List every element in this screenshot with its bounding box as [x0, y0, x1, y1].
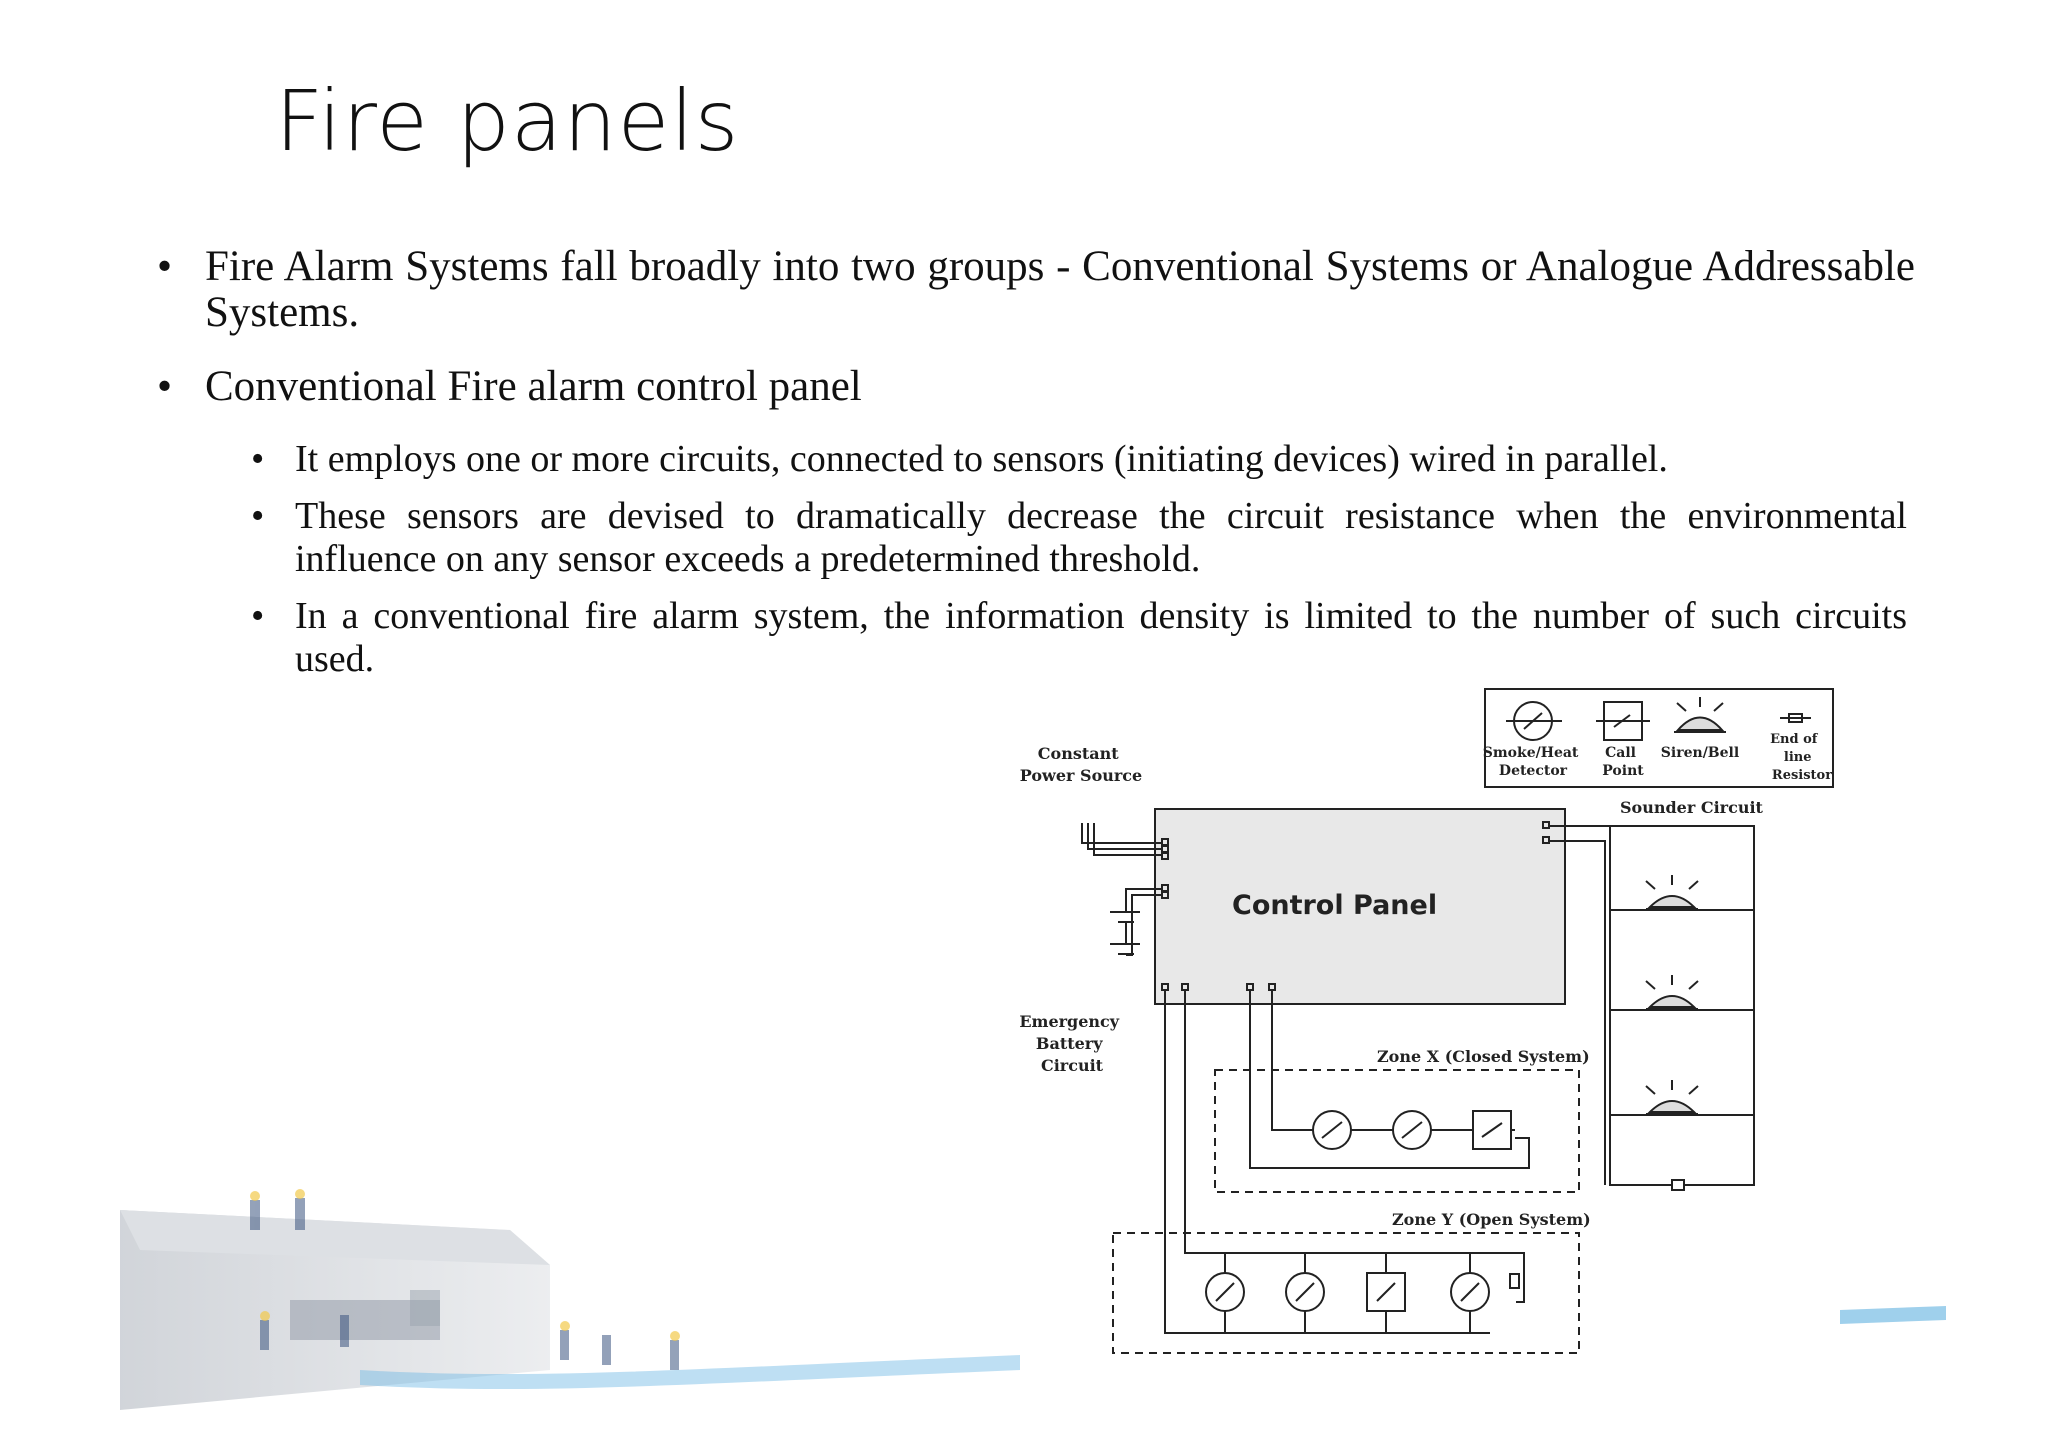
svg-text:End of line Resistor: End of line Resistor [1770, 732, 1832, 783]
background-router-illustration [120, 1189, 1020, 1410]
power-source-label-line: Power Source [1020, 766, 1142, 785]
battery-label-line: Emergency [1019, 1012, 1119, 1031]
sub-bullet-text: It employs one or more circuits, connect… [295, 438, 1668, 480]
bullet-text: Fire Alarm Systems fall broadly into two… [205, 243, 1915, 336]
legend-smoke-label: Smoke/Heat [1483, 745, 1579, 761]
control-panel-box [1154, 808, 1566, 1005]
svg-text:Emergency Battery Circ: Emergency Battery Circuit [1019, 1012, 1124, 1075]
svg-text:Constant Power Source: Constant Power Source [1020, 744, 1142, 785]
sub-bullet-text: These sensors are devised to dramaticall… [295, 495, 1907, 580]
zone-x-box [1214, 1069, 1580, 1193]
zone-y-box [1112, 1232, 1580, 1354]
legend-eol-label: Resistor [1772, 768, 1832, 783]
bullet-list: Fire Alarm Systems fall broadly into two… [145, 244, 1915, 695]
control-panel-label: Control Panel [1232, 890, 1437, 921]
legend-siren-label: Siren/Bell [1661, 745, 1739, 761]
power-source-label-line: Constant [1038, 744, 1119, 763]
legend-smoke-label: Detector [1499, 763, 1568, 779]
fire-alarm-wiring-diagram: Control Panel Constant Power Source Emer… [1019, 688, 1834, 1354]
legend-eol-label: line [1784, 750, 1812, 765]
bullet-item: Fire Alarm Systems fall broadly into two… [145, 244, 1915, 336]
legend-eol-label: End of [1770, 732, 1819, 747]
sub-bullet-item: •In a conventional fire alarm system, th… [251, 595, 1907, 680]
siren-icon [1675, 716, 1725, 731]
sub-bullet-item: •It employs one or more circuits, connec… [251, 438, 1668, 480]
end-of-line-resistor-icon [1509, 1273, 1520, 1289]
bullet-item: Conventional Fire alarm control panel [145, 363, 1915, 411]
sub-bullet-item: •These sensors are devised to dramatical… [251, 495, 1907, 580]
legend-box [1484, 688, 1834, 788]
sounder-circuit-label: Sounder Circuit [1620, 798, 1764, 817]
bullet-text: Conventional Fire alarm control panel [205, 363, 862, 410]
legend-call-label: Point [1602, 763, 1644, 779]
decorative-stripe [1840, 1306, 1946, 1324]
svg-text:Call Point: Call Point [1602, 745, 1644, 779]
siren-icon [1645, 875, 1699, 910]
zone-y-label: Zone Y (Open System) [1392, 1210, 1591, 1229]
battery-label-line: Circuit [1041, 1056, 1104, 1075]
battery-label-line: Battery [1036, 1034, 1103, 1053]
sub-bullet-text: In a conventional fire alarm system, the… [295, 595, 1907, 680]
siren-icon [1645, 975, 1699, 1010]
siren-icon [1645, 1080, 1699, 1115]
slide-title: Fire panels [275, 72, 740, 170]
legend-call-label: Call [1605, 745, 1636, 761]
zone-x-label: Zone X (Closed System) [1377, 1047, 1590, 1066]
sub-bullet-list: •It employs one or more circuits, connec… [145, 438, 1915, 681]
svg-text:Smoke/Heat Detector: Smoke/Heat Detector [1483, 745, 1584, 779]
